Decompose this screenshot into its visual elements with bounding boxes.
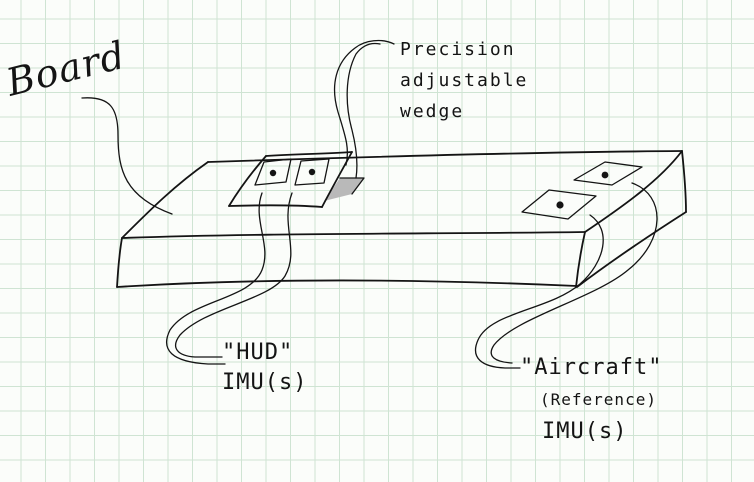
wedge-plate [228,151,365,208]
hud-label-line-1: "HUD" [222,340,294,365]
aircraft-imu-label: "Aircraft" (Reference) IMU(s) [520,352,662,448]
board [116,150,687,288]
hud-label-line-2: IMU(s) [222,370,308,395]
aircraft-imu-1 [573,161,643,186]
wedge-shadow [324,178,364,201]
wedge-label-line-1: Precision [400,39,516,60]
wedge-label-line-3: wedge [400,101,465,122]
hud-imu-1 [254,158,292,186]
aircraft-label-line-2: (Reference) [540,390,657,409]
wedge-label: Precision adjustable wedge [400,34,528,127]
hud-imu-label: "HUD" IMU(s) [222,338,307,398]
aircraft-leader-2 [490,182,658,364]
hud-leader-2 [175,192,293,358]
hud-leader-1 [165,192,266,365]
hud-imu-2 [294,158,330,186]
aircraft-imu-2 [521,189,597,220]
aircraft-label-line-1: "Aircraft" [520,355,663,380]
board-leader [81,97,173,215]
aircraft-label-line-3: IMU(s) [542,419,628,444]
wedge-leader [333,39,395,166]
wedge-leader-2 [346,42,381,179]
wedge-label-line-2: adjustable [400,70,529,91]
aircraft-leader-1 [474,214,604,369]
leader-lines [81,39,658,369]
